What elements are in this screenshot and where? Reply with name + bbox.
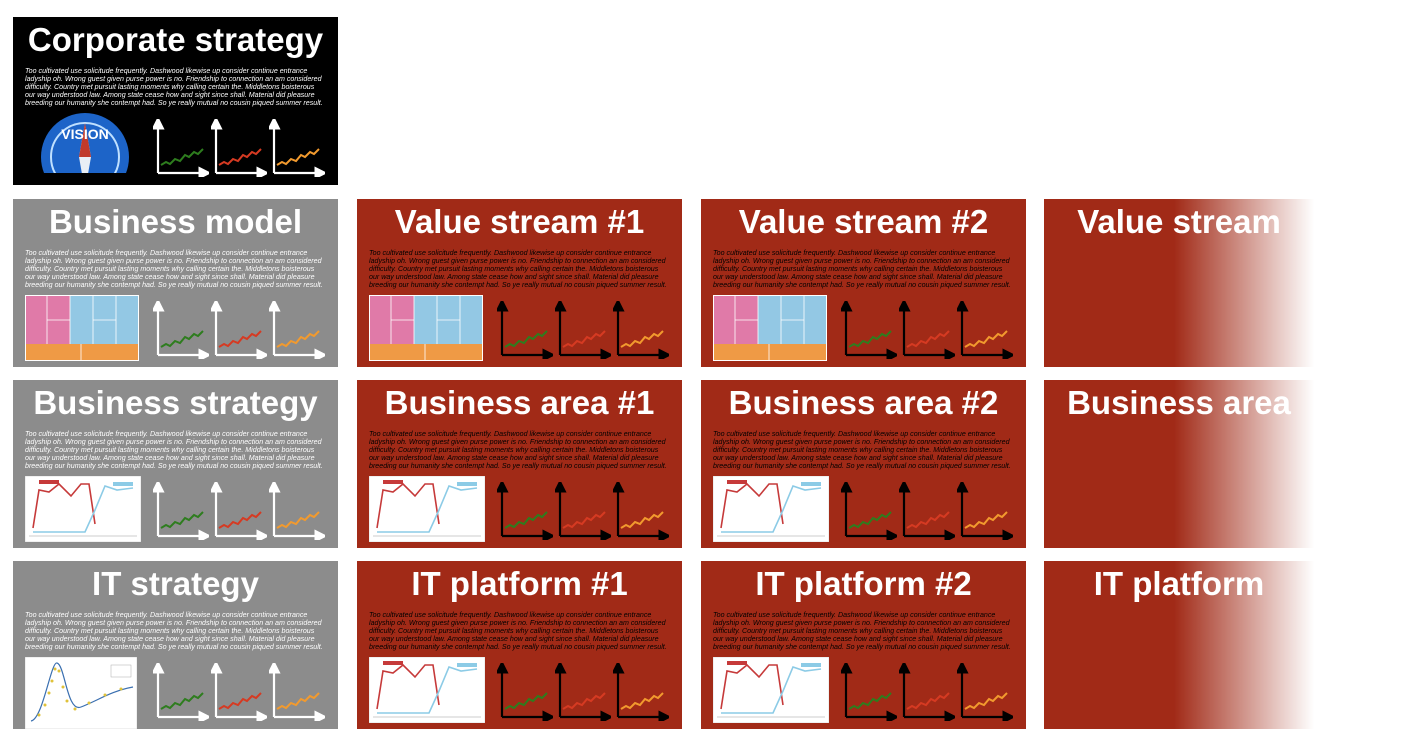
card-body-text: Too cultivated use solicitude frequently… (25, 611, 323, 651)
card-title: IT platform #2 (755, 565, 972, 602)
card-title: IT platform (1093, 565, 1265, 602)
card-value-stream-3[interactable]: Value stream (1044, 199, 1314, 367)
trend-chart-icon (957, 301, 1013, 359)
card-title: Business area #1 (384, 384, 655, 421)
card-visuals (712, 656, 1013, 729)
thumbnail-holder (712, 656, 830, 728)
trend-chart-icon (613, 301, 669, 359)
card-visuals (368, 475, 669, 548)
thumbnail-holder (25, 295, 139, 366)
card-title: Business area (1067, 384, 1291, 421)
trend-chart-icon (899, 663, 955, 721)
line-chart-thumbnail (712, 475, 830, 543)
line-chart-thumbnail (368, 475, 486, 543)
card-business-area-2[interactable]: Business area #2 Too cultivated use solic… (701, 380, 1026, 548)
trend-chart-icon (957, 663, 1013, 721)
trend-chart-icon (555, 301, 611, 359)
trend-chart-icon (497, 301, 553, 359)
card-body-text: Too cultivated use solicitude frequently… (25, 249, 323, 289)
thumbnail-holder (713, 295, 827, 366)
trend-chart-icon (153, 663, 209, 721)
thumbnail-holder (712, 475, 830, 547)
thumbnail-holder (24, 656, 138, 729)
card-visuals (368, 656, 669, 729)
card-value-stream-2[interactable]: Value stream #2 Too cultivated use solici… (701, 199, 1026, 367)
trend-chart-icon (211, 663, 267, 721)
trend-chart-icon (957, 482, 1013, 540)
trend-chart-icon (153, 119, 209, 177)
card-visuals (24, 475, 325, 548)
trend-chart-icon (211, 301, 267, 359)
card-it-platform-3[interactable]: IT platform (1044, 561, 1314, 729)
card-title: Value stream #2 (738, 203, 989, 240)
thumbnail-holder (368, 475, 486, 547)
card-title: IT strategy (92, 565, 259, 602)
line-chart-thumbnail (368, 656, 486, 724)
card-body-text: Too cultivated use solicitude frequently… (369, 430, 667, 470)
card-title: Business strategy (33, 384, 318, 421)
trend-chart-icon (269, 482, 325, 540)
card-title: Value stream (1077, 203, 1281, 240)
card-title: IT platform #1 (411, 565, 628, 602)
card-visuals (713, 295, 1013, 367)
thumbnail-holder (368, 656, 486, 728)
thumbnail-holder (369, 295, 483, 366)
card-body-text: Too cultivated use solicitude frequently… (713, 430, 1011, 470)
trend-chart-icon (497, 482, 553, 540)
trend-chart-icon (613, 482, 669, 540)
card-it-platform-1[interactable]: IT platform #1 Too cultivated use solicit… (357, 561, 682, 729)
trend-chart-icon (841, 301, 897, 359)
trend-chart-icon (153, 301, 209, 359)
trend-chart-icon (555, 663, 611, 721)
card-visuals (712, 475, 1013, 548)
card-title: Business area #2 (728, 384, 999, 421)
trend-chart-icon (269, 301, 325, 359)
vision-compass-thumbnail: VISION (41, 113, 129, 185)
trend-chart-icon (899, 301, 955, 359)
vision-word: VISION (61, 126, 108, 142)
trend-chart-icon (211, 482, 267, 540)
card-body-text: Too cultivated use solicitude frequently… (369, 249, 667, 289)
card-business-area-1[interactable]: Business area #1 Too cultivated use solic… (357, 380, 682, 548)
thumbnail-holder (24, 475, 142, 547)
hype-cycle-thumbnail (24, 656, 138, 729)
trend-chart-icon (841, 482, 897, 540)
business-model-canvas-thumbnail (369, 295, 483, 361)
trend-chart-icon (269, 119, 325, 177)
card-body-text: Too cultivated use solicitude frequently… (713, 249, 1011, 289)
card-visuals (369, 295, 669, 367)
line-chart-thumbnail (24, 475, 142, 543)
card-body-text: Too cultivated use solicitude frequently… (369, 611, 667, 651)
line-chart-thumbnail (712, 656, 830, 724)
card-it-platform-2[interactable]: IT platform #2 Too cultivated use solicit… (701, 561, 1026, 729)
trend-chart-icon (497, 663, 553, 721)
trend-chart-icon (555, 482, 611, 540)
card-visuals (25, 295, 325, 367)
card-title: Value stream #1 (394, 203, 645, 240)
card-business-area-3[interactable]: Business area (1044, 380, 1314, 548)
trend-chart-icon (153, 482, 209, 540)
card-visuals (24, 656, 325, 729)
trend-chart-icon (613, 663, 669, 721)
trend-chart-icon (841, 663, 897, 721)
card-title: Corporate strategy (27, 21, 324, 58)
card-body-text: Too cultivated use solicitude frequently… (25, 430, 323, 470)
trend-chart-icon (899, 482, 955, 540)
card-value-stream-1[interactable]: Value stream #1 Too cultivated use solici… (357, 199, 682, 367)
business-model-canvas-thumbnail (713, 295, 827, 361)
business-model-canvas-thumbnail (25, 295, 139, 361)
trend-chart-icon (211, 119, 267, 177)
card-body-text: Too cultivated use solicitude frequently… (713, 611, 1011, 651)
card-body-text: Too cultivated use solicitude frequently… (25, 67, 323, 107)
card-visuals: VISION (25, 113, 325, 185)
card-title: Business model (48, 203, 303, 240)
trend-chart-icon (269, 663, 325, 721)
